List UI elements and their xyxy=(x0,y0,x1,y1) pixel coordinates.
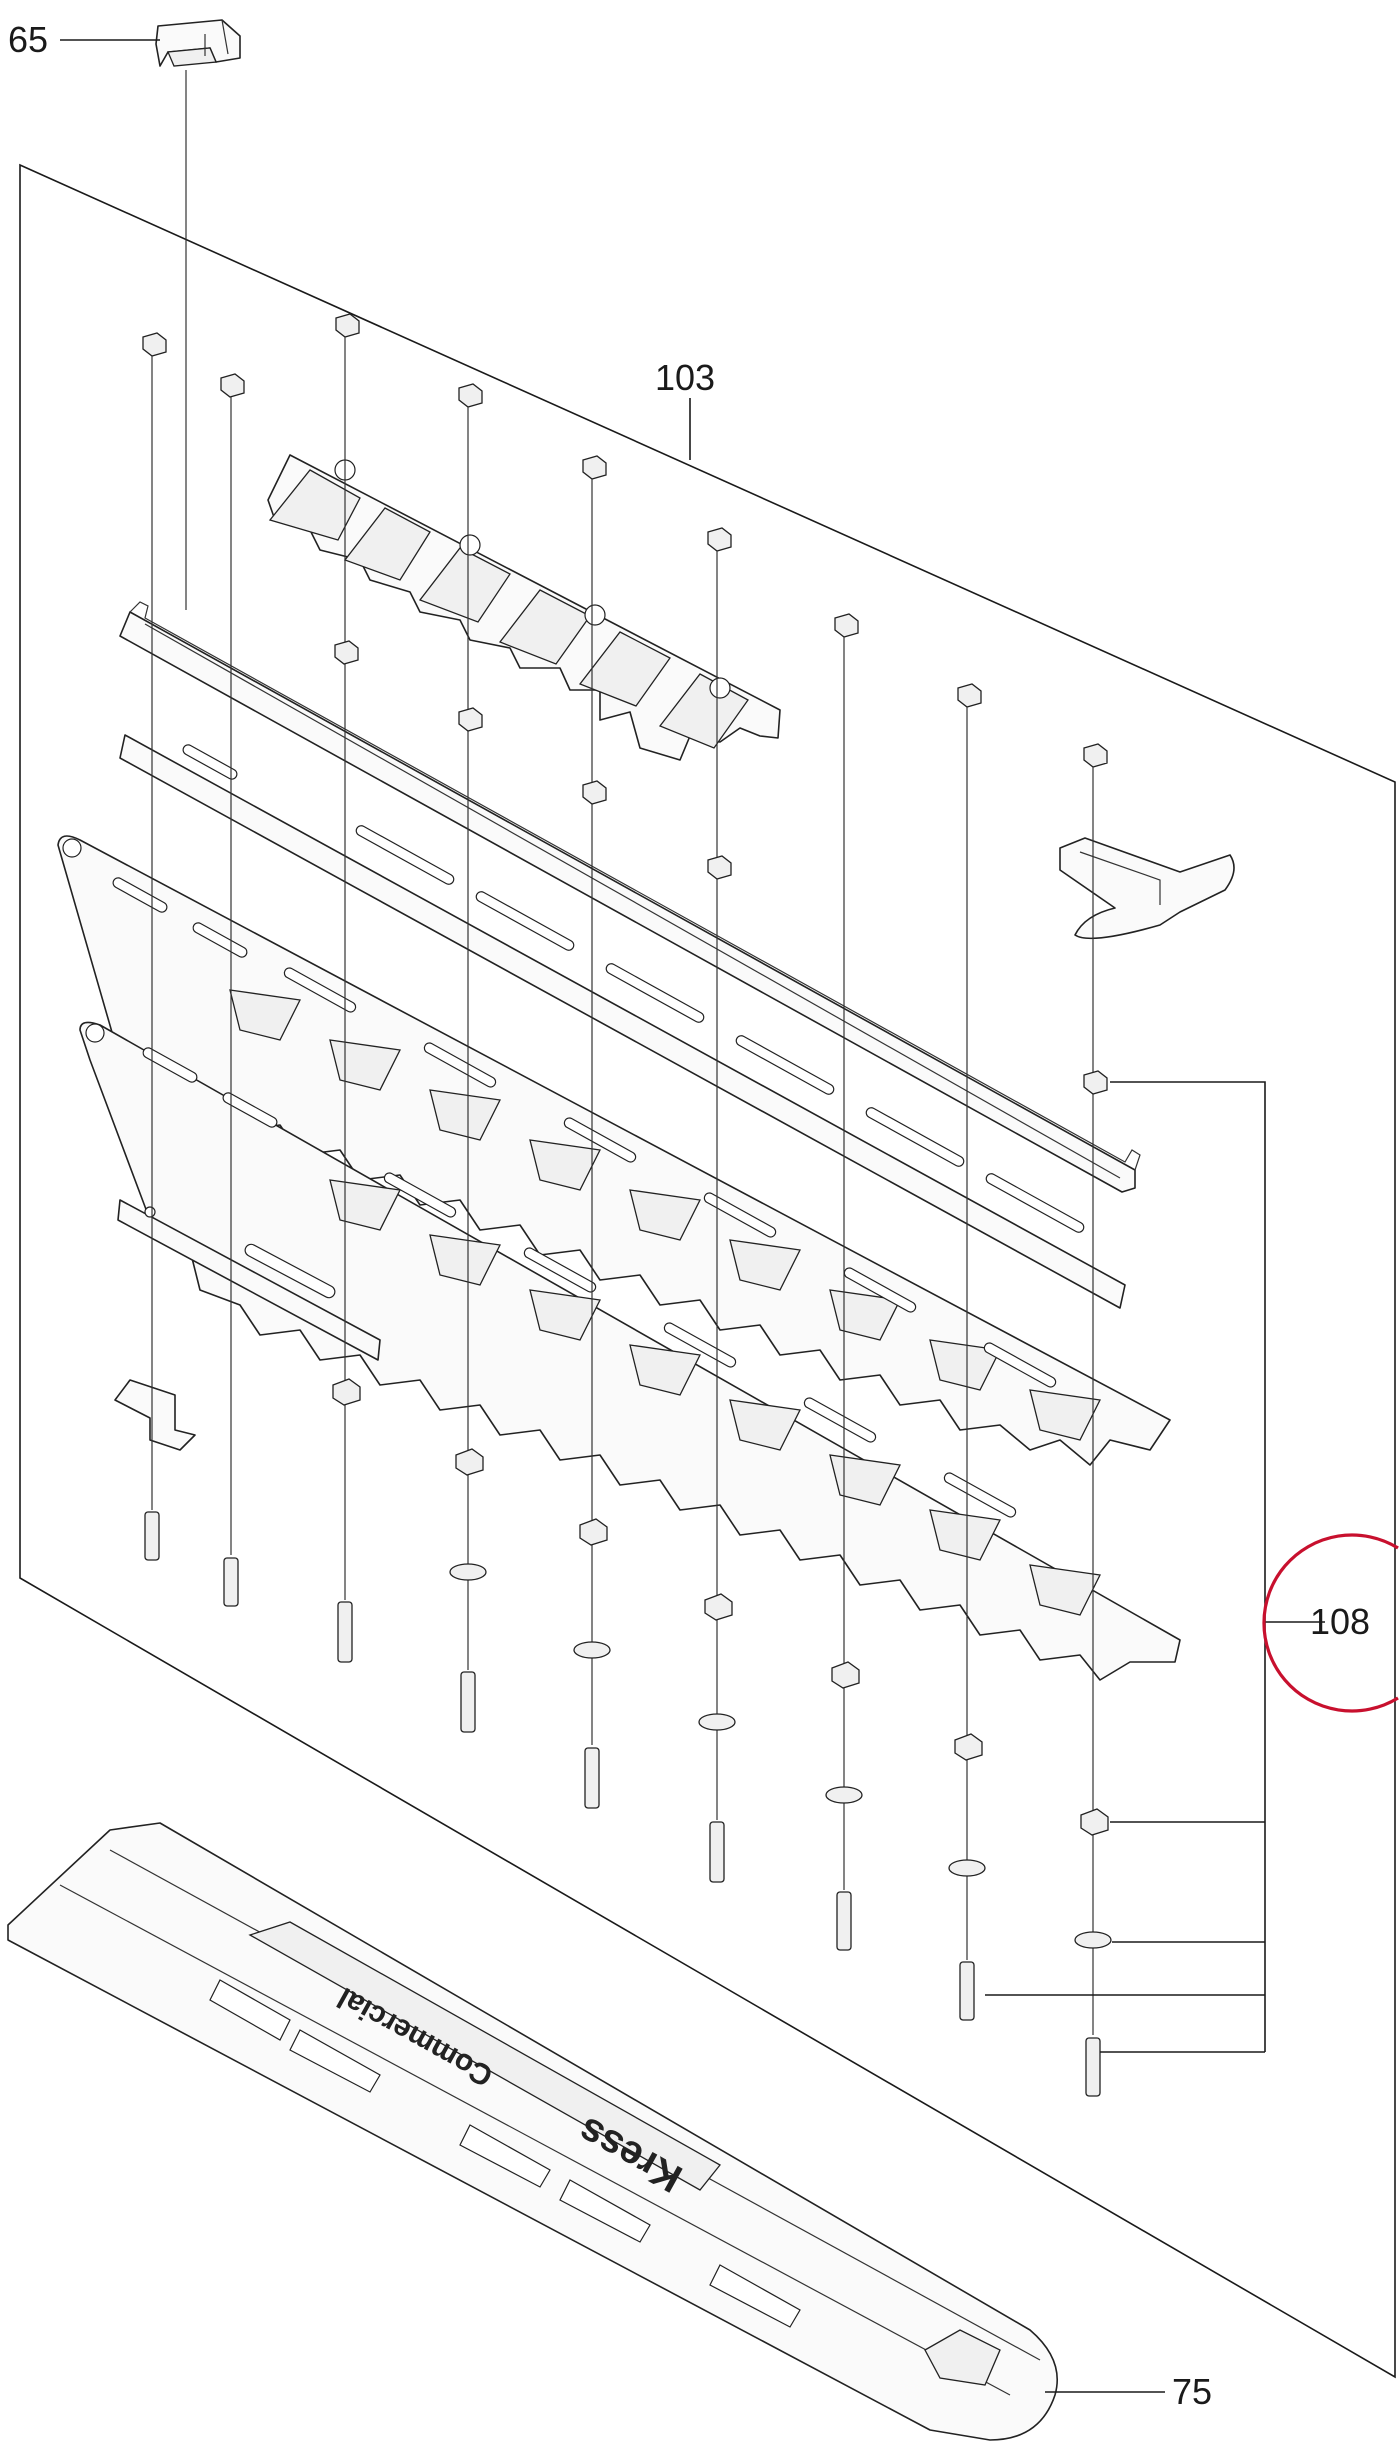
fastener-column-9 xyxy=(1074,743,1112,2097)
fastener-column-2 xyxy=(220,373,245,1607)
small-slotted-plate xyxy=(117,1199,381,1361)
fastener-column-3 xyxy=(332,313,361,1663)
fastener-column-8 xyxy=(948,683,986,2021)
blade-spacer-plate xyxy=(119,734,1126,1309)
blade-tip-guide xyxy=(1059,837,1235,940)
fastener-column-6 xyxy=(698,527,736,1883)
highlight-circle-108 xyxy=(1262,1533,1399,1713)
part-75-blade-cover: Kress Commercial xyxy=(7,1822,1059,2441)
callout-75: 75 xyxy=(1172,2371,1212,2412)
callout-108: 108 xyxy=(1310,1601,1370,1642)
fastener-columns xyxy=(142,313,1112,2097)
part-65-end-cap xyxy=(155,19,241,67)
leader-108 xyxy=(985,1081,1325,2053)
fastener-column-1 xyxy=(142,332,167,1561)
upper-blade-guard xyxy=(267,454,781,761)
small-bracket xyxy=(114,1379,196,1451)
upper-cutting-blade xyxy=(57,835,1171,1466)
callout-103: 103 xyxy=(655,357,715,398)
callout-65: 65 xyxy=(8,19,48,60)
fastener-column-4 xyxy=(449,383,487,1733)
fastener-column-7 xyxy=(825,613,863,1951)
assembly-frame-103 xyxy=(19,163,1396,2379)
lower-cutting-blade xyxy=(79,1021,1181,1681)
fastener-column-5 xyxy=(573,455,611,1809)
